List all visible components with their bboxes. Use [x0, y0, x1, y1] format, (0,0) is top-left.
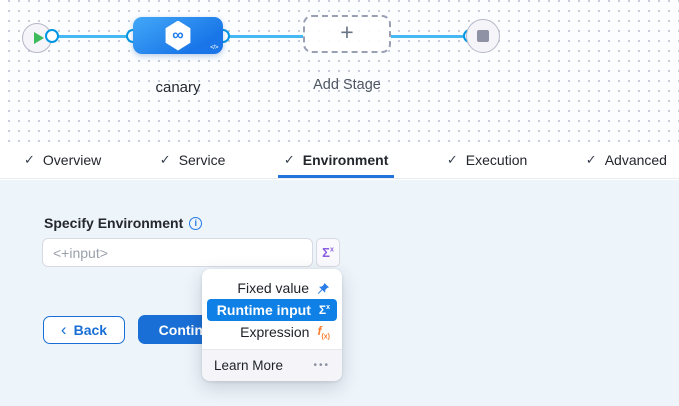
- value-type-selector-button[interactable]: Σx: [316, 238, 340, 267]
- menu-item-label: Expression: [240, 324, 310, 340]
- chevron-left-icon: ‹: [60, 319, 67, 339]
- tab-execution[interactable]: ✓ Execution: [445, 142, 529, 178]
- connector-line: [391, 34, 470, 38]
- menu-item-label: Runtime input: [216, 302, 311, 318]
- tab-environment[interactable]: ✓ Environment: [277, 142, 395, 178]
- tab-label: Overview: [42, 152, 102, 168]
- connector-port: [45, 29, 59, 43]
- tab-label: Advanced: [604, 152, 667, 168]
- tab-label: Execution: [465, 152, 528, 168]
- tab-overview[interactable]: ✓ Overview: [22, 142, 103, 178]
- field-label-text: Specify Environment: [44, 215, 184, 231]
- specify-environment-label: Specify Environment i: [44, 215, 203, 231]
- environment-tab-panel: Specify Environment i Σx ‹ Back Continue…: [0, 180, 679, 406]
- pin-icon: [317, 282, 330, 295]
- back-button[interactable]: ‹ Back: [43, 316, 125, 344]
- more-options-icon[interactable]: •••: [313, 360, 330, 371]
- infinity-icon: ∞: [172, 26, 184, 44]
- code-icon: </>: [210, 44, 218, 51]
- check-icon: ✓: [585, 152, 597, 167]
- plus-icon: +: [340, 19, 354, 45]
- sigma-icon: Σx: [318, 303, 330, 317]
- tab-label: Service: [178, 152, 226, 168]
- menu-item-fixed-value[interactable]: Fixed value: [207, 277, 337, 299]
- learn-more-link[interactable]: Learn More: [214, 358, 284, 373]
- add-stage-button[interactable]: +: [303, 15, 391, 53]
- deploy-hexagon-icon: ∞: [165, 20, 191, 51]
- sigma-icon: Σx: [322, 245, 334, 260]
- play-icon: [33, 32, 44, 44]
- check-icon: ✓: [159, 152, 171, 167]
- menu-item-runtime-input[interactable]: Runtime input Σx: [207, 299, 337, 321]
- tab-advanced[interactable]: ✓ Advanced: [584, 142, 669, 178]
- connector-line: [52, 34, 133, 38]
- info-icon[interactable]: i: [189, 216, 203, 230]
- stage-label: canary: [155, 79, 201, 96]
- menu-item-label: Fixed value: [237, 280, 309, 296]
- pipeline-canvas[interactable]: ∞ </> + canary Add Stage: [0, 0, 679, 142]
- value-type-menu: Fixed value Runtime input Σx Expression …: [202, 269, 342, 381]
- menu-item-expression[interactable]: Expression f(x): [207, 321, 337, 343]
- environment-input[interactable]: [42, 238, 313, 267]
- stage-tab-bar: ✓ Overview ✓ Service ✓ Environment ✓ Exe…: [0, 142, 679, 179]
- stop-icon: [477, 30, 489, 42]
- check-icon: ✓: [446, 152, 458, 167]
- stage-node-canary[interactable]: ∞ </>: [133, 17, 223, 54]
- add-stage-label: Add Stage: [313, 77, 381, 93]
- pipeline-stop-node[interactable]: [466, 19, 500, 53]
- fx-icon: f(x): [317, 323, 330, 341]
- tab-service[interactable]: ✓ Service: [158, 142, 228, 178]
- tab-label: Environment: [302, 152, 389, 168]
- check-icon: ✓: [24, 152, 35, 167]
- value-type-menu-footer: Learn More •••: [202, 349, 342, 381]
- canvas-left-gutter: [0, 0, 8, 142]
- connector-line: [223, 34, 303, 38]
- value-type-menu-items: Fixed value Runtime input Σx Expression …: [202, 269, 342, 349]
- back-button-label: Back: [73, 322, 108, 338]
- check-icon: ✓: [283, 152, 295, 167]
